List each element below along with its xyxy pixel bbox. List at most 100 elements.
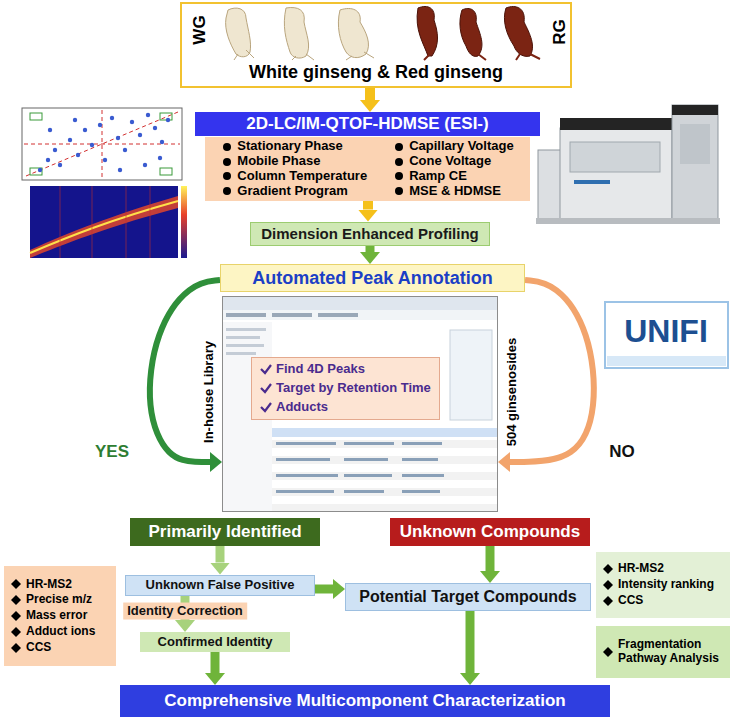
- software-logo: [605, 302, 728, 368]
- scatter-plot: [110, 116, 114, 120]
- circle-bullet: [221, 170, 233, 182]
- software-screenshot: [276, 458, 330, 461]
- mass-spectrometer-photo: [680, 124, 710, 164]
- scatter-plot: [76, 153, 80, 157]
- scatter-plot: [146, 113, 150, 117]
- scatter-plot: [160, 140, 164, 144]
- white-ginseng-photo: [226, 8, 251, 57]
- software-screenshot: [272, 456, 498, 464]
- process-label: Automated Peak Annotation: [252, 268, 492, 289]
- software-screenshot: [222, 296, 498, 310]
- process-label: Potential Target Compounds: [359, 588, 576, 606]
- mass-spectrometer-photo: [536, 105, 720, 224]
- result-box: Primarily Identified: [130, 518, 320, 546]
- scatter-plot: [30, 113, 42, 120]
- checklist-item: Adducts: [276, 400, 328, 415]
- white-ginseng-photo: [284, 8, 308, 59]
- diamond-bullet: [602, 579, 614, 591]
- parameter-item: Gradient Program: [237, 184, 348, 199]
- bullet-diamond: [11, 579, 21, 589]
- scatter-plot: [160, 113, 172, 120]
- bullet-diamond: [603, 596, 613, 606]
- output-label: Comprehensive Multicomponent Characteriz…: [164, 691, 565, 711]
- flow-arrow: [211, 652, 220, 673]
- process-label: Dimension Enhanced Profiling: [261, 225, 479, 242]
- process-box: Dimension Enhanced Profiling: [250, 222, 490, 246]
- status-box: Unknown False Positive: [125, 575, 315, 596]
- process-box: Automated Peak Annotation: [220, 264, 525, 292]
- software-screenshot: [226, 313, 266, 317]
- software-screenshot: [226, 344, 264, 347]
- edge-label: NO: [609, 442, 635, 462]
- software-screenshot: [344, 458, 388, 461]
- software-screenshot: [276, 474, 338, 477]
- mass-spectrometer-photo: [570, 142, 660, 172]
- parameter-item: Stationary Phase: [237, 139, 343, 154]
- scatter-plot: [166, 118, 170, 122]
- criteria-item: Adduct ions: [26, 625, 95, 639]
- software-screenshot: [222, 310, 498, 320]
- scatter-plot: [83, 128, 87, 132]
- scatter-plot: [22, 108, 182, 180]
- flow-arrow: [216, 546, 225, 563]
- bullet-diamond: [11, 643, 21, 653]
- software-screenshot: [272, 313, 312, 317]
- check-mark: [261, 384, 271, 392]
- software-screenshot: [272, 504, 498, 512]
- edge-label: YES: [95, 442, 129, 462]
- red-ginseng-photo: [460, 9, 482, 57]
- parameter-item: Column Temperature: [237, 169, 367, 184]
- circle-bullet: [221, 141, 233, 153]
- parameter-item: Mobile Phase: [237, 154, 320, 169]
- flow-arrow: [363, 201, 373, 210]
- bullet-diamond: [603, 647, 613, 657]
- bullet-dot: [223, 172, 231, 180]
- scatter-plot: [46, 158, 50, 162]
- edge-label: Identity Correction: [123, 602, 247, 619]
- mass-spectrometer-photo: [560, 128, 672, 220]
- status-box: Confirmed Identity: [140, 632, 290, 652]
- bullet-diamond: [11, 627, 21, 637]
- diamond-bullet: [10, 626, 22, 638]
- library-screenshot: Find 4D PeaksTarget by Retention TimeAdd…: [222, 296, 498, 512]
- criteria-item: Precise m/z: [26, 593, 92, 607]
- ion-mobility-heatmap: [30, 196, 178, 258]
- process-box: Potential Target Compounds: [345, 583, 591, 611]
- scatter-plot: [143, 163, 147, 167]
- bullet-dot: [395, 172, 403, 180]
- bullet-diamond: [11, 611, 21, 621]
- diamond-bullet: [602, 646, 614, 658]
- flow-arrow: [486, 546, 495, 571]
- scatter-plot: [22, 108, 182, 180]
- circle-bullet: [393, 141, 405, 153]
- diamond-bullet: [10, 594, 22, 606]
- red-ginseng-photo: [417, 7, 540, 61]
- software-screenshot: [402, 442, 442, 445]
- scatter-plot: [158, 156, 162, 160]
- scatter-plot: [58, 163, 62, 167]
- diamond-bullet: [10, 642, 22, 654]
- scatter-plot: [103, 158, 107, 162]
- sample-code: RG: [550, 19, 570, 45]
- software-screenshot: [272, 440, 498, 448]
- scatter-plot: [118, 168, 122, 172]
- status-label: Confirmed Identity: [158, 635, 273, 650]
- software-screenshot: [344, 474, 392, 477]
- criteria-panel: Fragmentation Pathway Analysis: [596, 626, 730, 678]
- red-ginseng-photo: [504, 7, 532, 57]
- ion-mobility-heatmap: [30, 186, 187, 258]
- software-screenshot: [272, 488, 498, 496]
- software-logo: [607, 356, 726, 366]
- bullet-diamond: [603, 580, 613, 590]
- scatter-plot: [153, 126, 157, 130]
- bullet-diamond: [603, 564, 613, 574]
- library-count: 504 ginsenosides: [505, 338, 520, 446]
- scatter-plot: [138, 133, 142, 137]
- scatter-plot: [24, 144, 180, 145]
- scatter-plot: [38, 113, 170, 172]
- curved-arrow: [150, 280, 220, 462]
- scatter-plot: [38, 168, 42, 172]
- sample-title: White ginseng & Red ginseng: [249, 62, 503, 83]
- circle-bullet: [393, 156, 405, 168]
- software-screenshot: [272, 472, 498, 480]
